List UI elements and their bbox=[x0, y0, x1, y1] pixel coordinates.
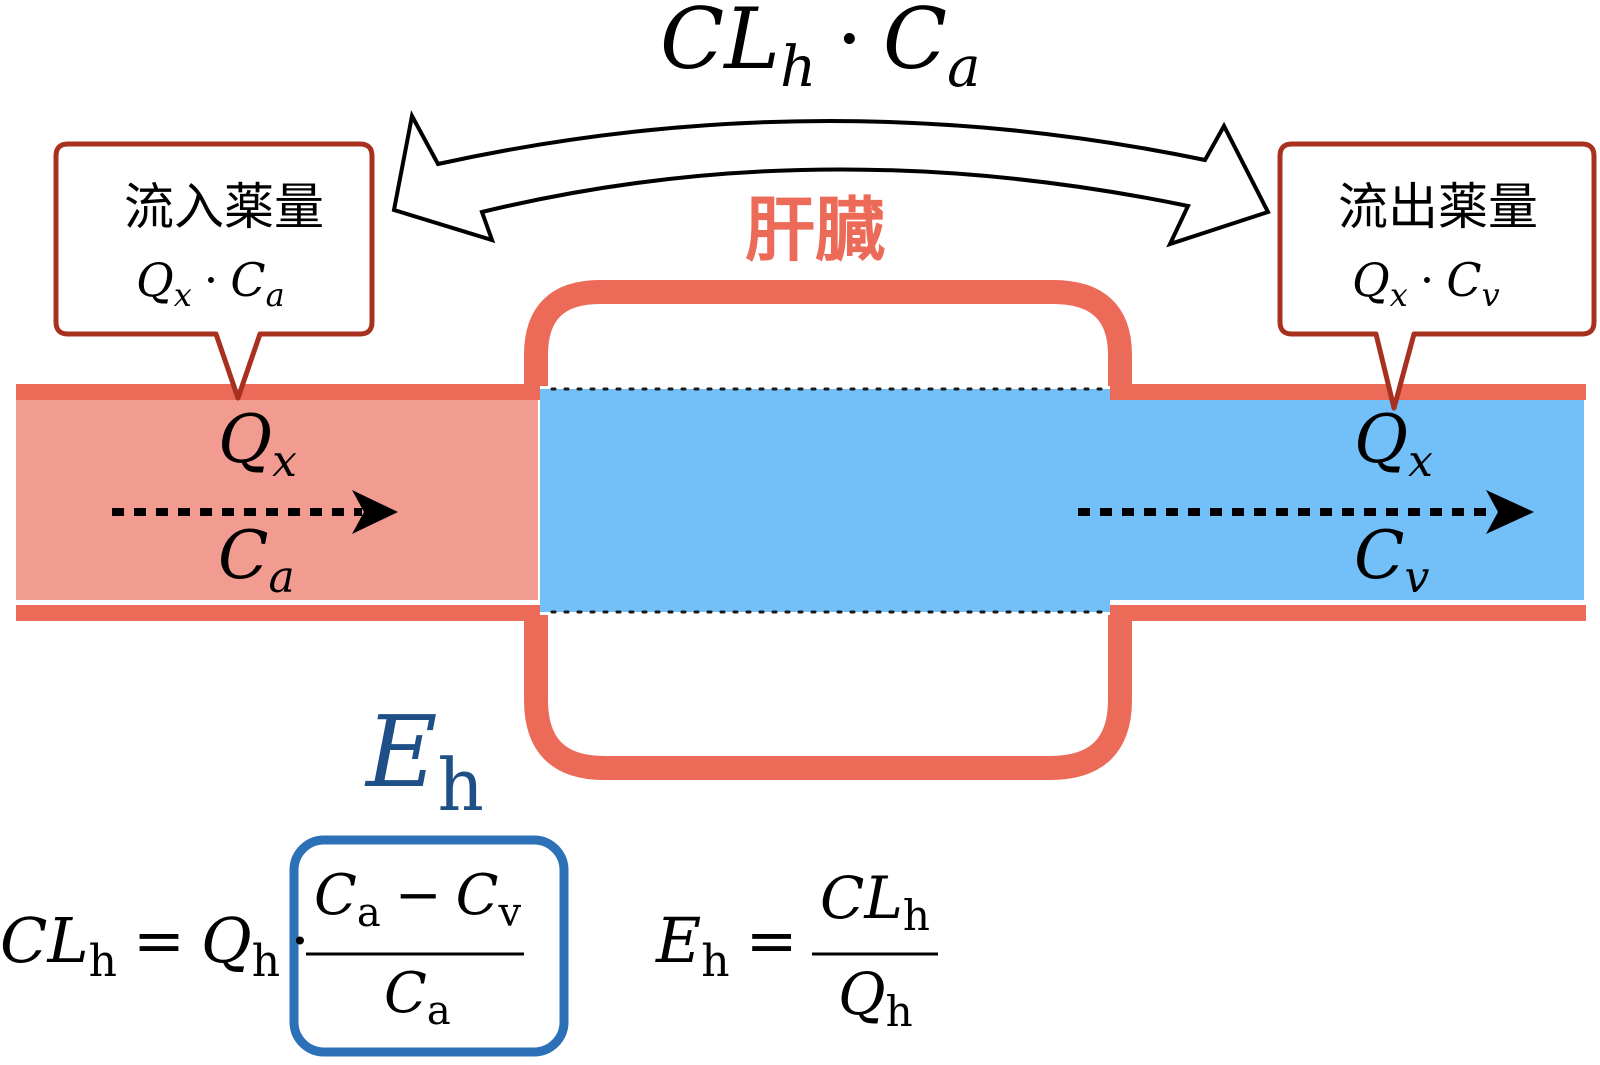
outflow-flow-arrow bbox=[1078, 490, 1534, 534]
outflow-callout-title: 流出薬量 bbox=[1338, 178, 1538, 236]
liver-label: 肝臓 bbox=[745, 189, 885, 271]
clearance-formula-lhs: CLh=Qh· bbox=[0, 904, 310, 987]
inflow-vessel-lumen bbox=[16, 392, 538, 600]
clearance-formula-denominator: Ca bbox=[384, 961, 451, 1034]
inflow-flow-arrow bbox=[112, 490, 398, 534]
outflow-vessel-lumen bbox=[1108, 392, 1584, 600]
extraction-ratio-highlight bbox=[289, 835, 569, 1057]
exchange-dot: · bbox=[836, 0, 863, 88]
extraction-formula-numerator: CLh bbox=[820, 864, 930, 940]
liver-capsule-bottom bbox=[524, 615, 1132, 780]
inflow-vessel-c: Ca bbox=[218, 517, 295, 603]
exchange-c: C bbox=[883, 0, 947, 88]
outflow-vessel-q: Qx bbox=[1354, 401, 1433, 487]
outflow-callout-formula: Qx·Cv bbox=[1352, 253, 1500, 314]
inflow-callout-formula: Qx·Ca bbox=[136, 253, 285, 314]
inflow-callout-title: 流入薬量 bbox=[124, 178, 324, 236]
outflow-vessel-wall-top bbox=[1110, 384, 1586, 400]
outflow-vessel-c: Cv bbox=[1354, 517, 1430, 603]
exchange-c-sub: a bbox=[947, 35, 980, 100]
exchange-cl: CL bbox=[660, 0, 780, 88]
outflow-vessel-wall-bottom bbox=[1110, 605, 1586, 621]
extraction-formula-lhs: Eh= bbox=[655, 904, 798, 987]
exchange-cl-sub: h bbox=[780, 35, 816, 100]
exchange-label: CLh ·Ca bbox=[660, 0, 981, 100]
extraction-ratio-label: Eh bbox=[364, 696, 484, 827]
liver-sinusoid-lumen bbox=[540, 389, 1110, 612]
exchange-double-arrow bbox=[391, 110, 1271, 248]
liver-capsule-top bbox=[524, 280, 1132, 386]
inflow-vessel-wall-bottom bbox=[16, 605, 540, 621]
outflow-callout-box bbox=[1277, 141, 1597, 411]
inflow-vessel-q: Qx bbox=[218, 401, 297, 487]
inflow-vessel-wall-top bbox=[16, 384, 540, 400]
clearance-formula-numerator: Ca−Cv bbox=[314, 863, 522, 936]
extraction-formula-denominator: Qh bbox=[838, 960, 913, 1036]
inflow-callout-box bbox=[53, 141, 375, 401]
